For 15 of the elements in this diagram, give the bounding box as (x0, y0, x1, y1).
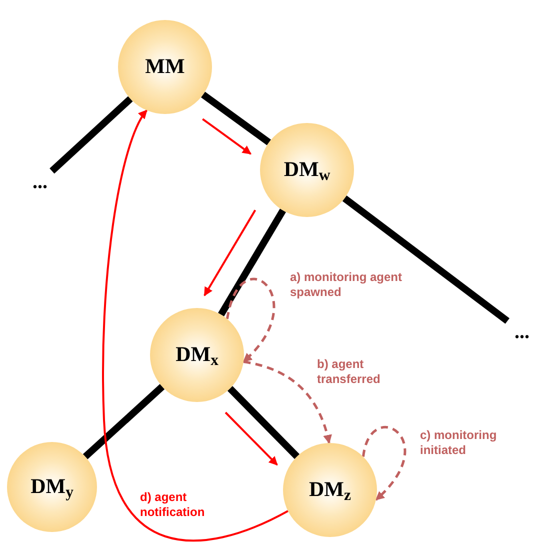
tree-branch-line (218, 208, 286, 316)
arrow (204, 210, 256, 296)
tree-branch-line (82, 384, 165, 460)
arrow (102, 110, 288, 542)
tree-branch-line (342, 195, 510, 324)
arrow (202, 118, 252, 155)
arrow (362, 426, 406, 501)
arrow (243, 360, 332, 444)
tree-branch-line (50, 96, 133, 174)
arrow (226, 278, 276, 362)
ellipsis-text: ... (24, 171, 56, 193)
tree-branch-line (201, 92, 271, 146)
arrow (224, 412, 278, 466)
tree-branch-line (227, 386, 300, 459)
ellipsis-text: ... (506, 321, 538, 343)
